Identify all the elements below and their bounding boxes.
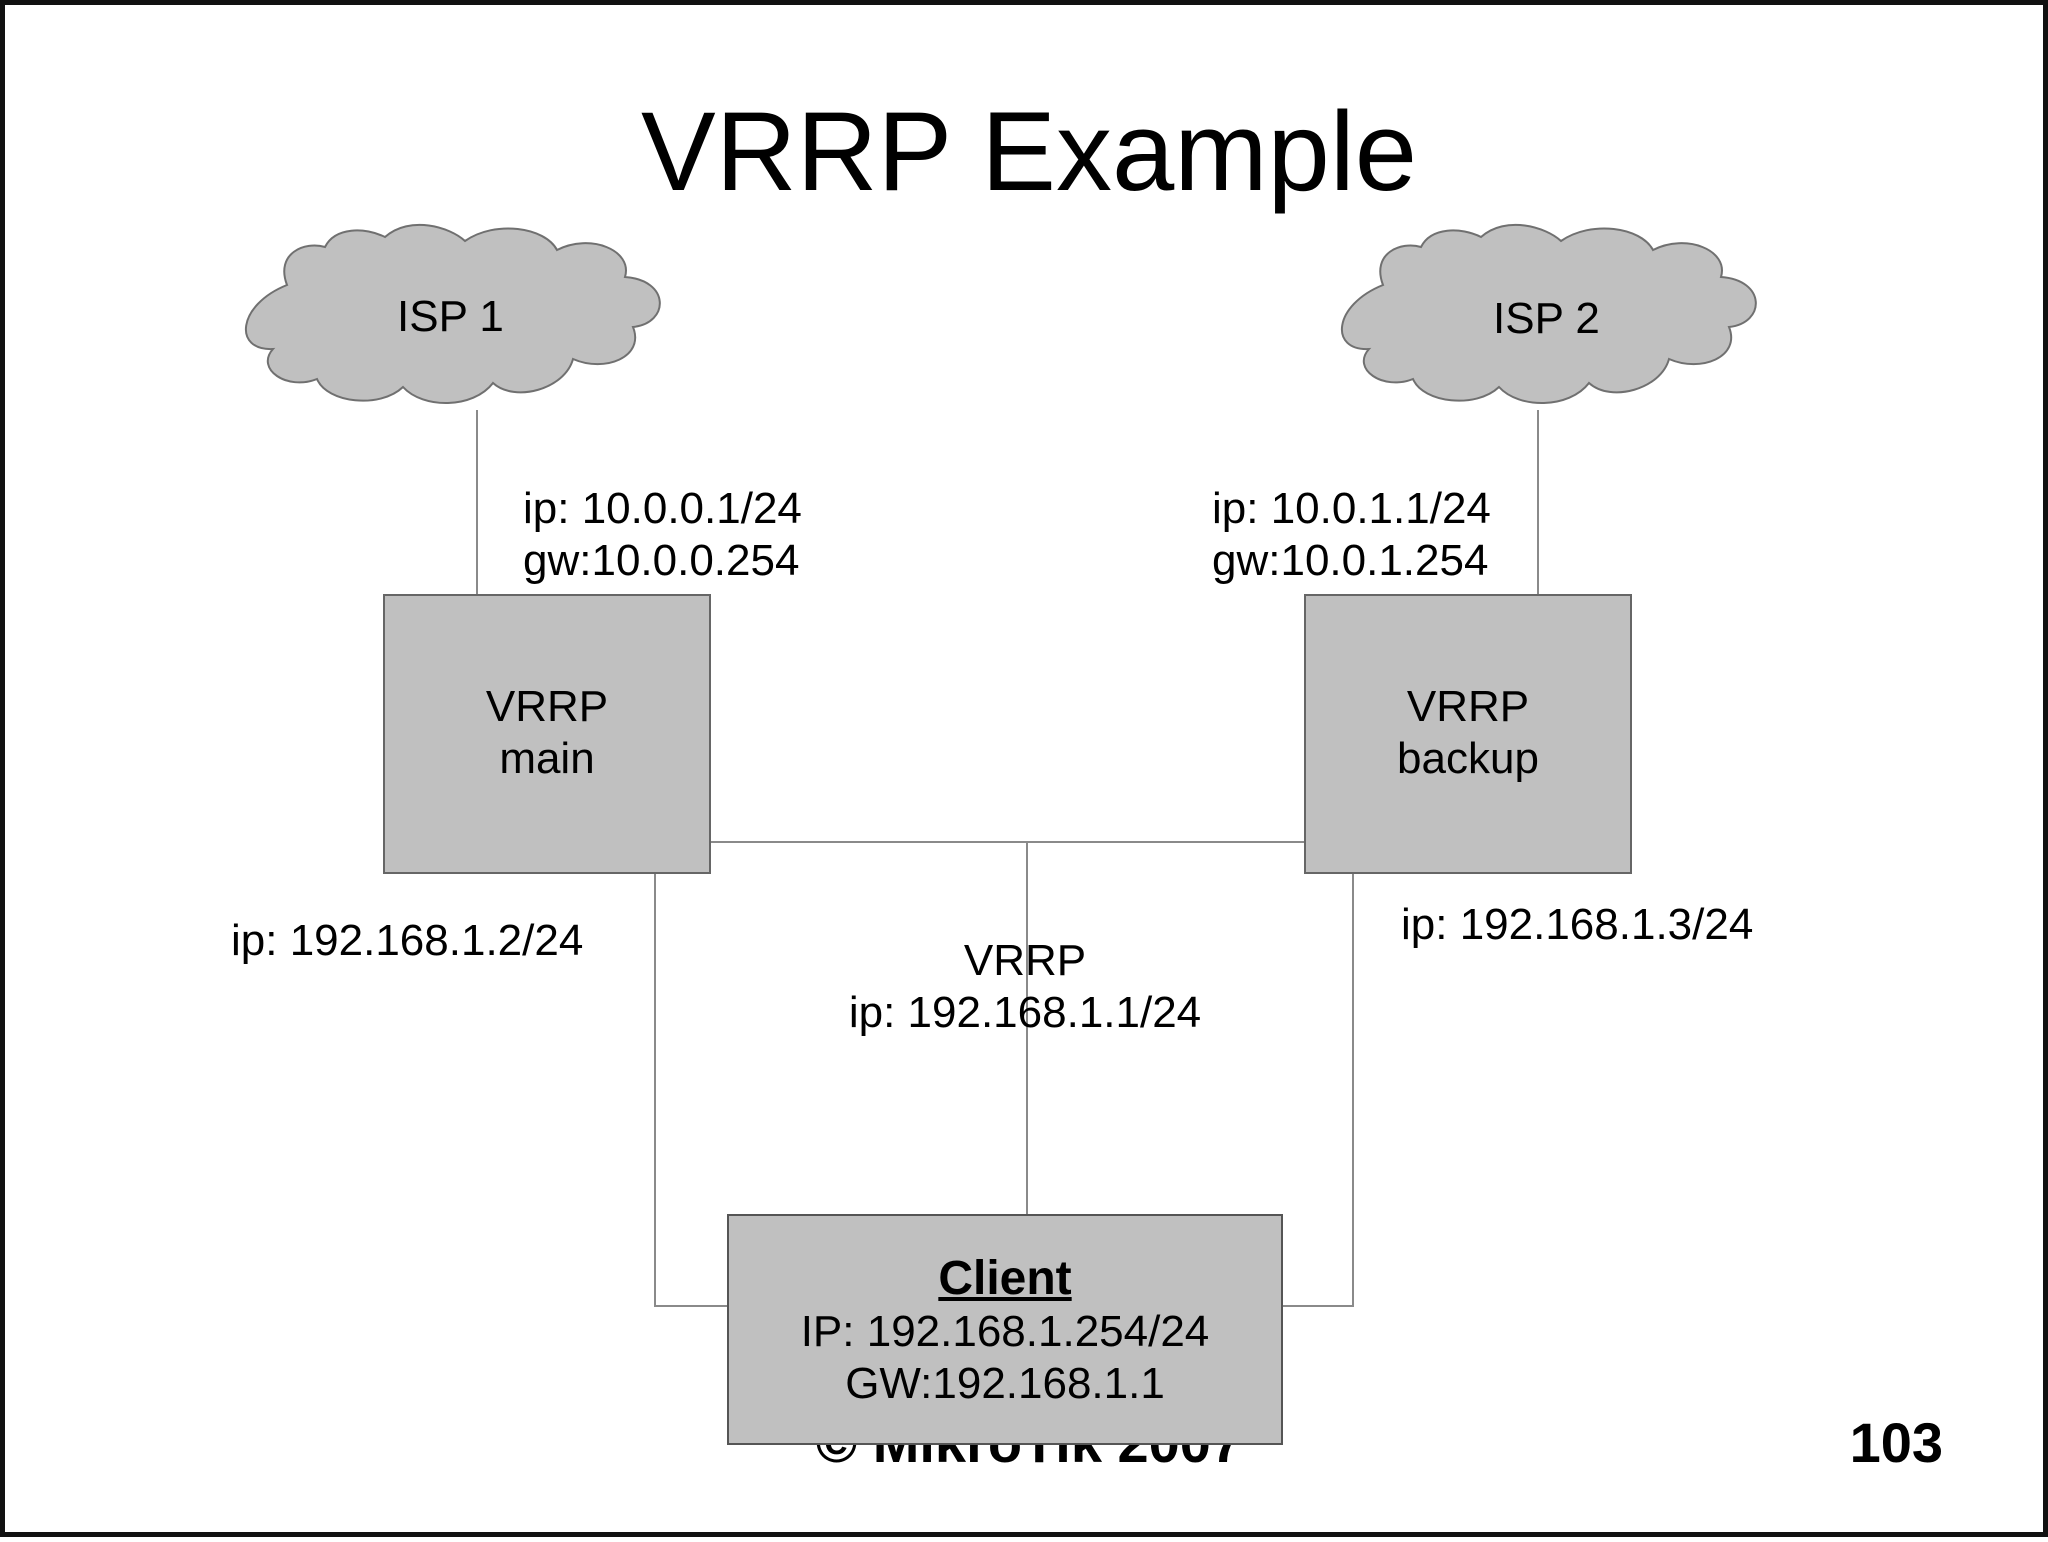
vrrp-backup-label: VRRP backup <box>1305 681 1631 785</box>
network-diagram <box>245 223 1757 1307</box>
slide-title: VRRP Example <box>640 89 1417 214</box>
backup-to-client-line <box>1283 873 1354 1307</box>
page-number: 103 <box>1849 1411 1943 1474</box>
vrrp-virtual-ip-label: VRRP ip: 192.168.1.1/24 <box>785 935 1265 1039</box>
main-wan-gw: gw:10.0.0.254 <box>523 536 800 585</box>
isp2-label: ISP 2 <box>1493 294 1600 343</box>
backup-lan-ip: ip: 192.168.1.3/24 <box>1401 900 1754 949</box>
main-to-client-line <box>654 873 727 1307</box>
client-title: Client <box>938 1252 1072 1305</box>
vrrp-backup-label-line2: backup <box>1397 734 1539 783</box>
vrrp-backup-router-box <box>1304 594 1632 874</box>
isp1-cloud-icon <box>245 223 661 404</box>
vrrp-main-label-line2: main <box>499 734 595 783</box>
main-wan-ip: ip: 10.0.0.1/24 <box>523 484 802 533</box>
client-ip: IP: 192.168.1.254/24 <box>800 1307 1210 1356</box>
main-lan-ip: ip: 192.168.1.2/24 <box>231 916 584 965</box>
backup-wan-gw: gw:10.0.1.254 <box>1212 536 1489 585</box>
vrrp-backup-label-line1: VRRP <box>1406 682 1530 731</box>
vrrp-virtual-ip-line1: VRRP <box>963 936 1087 985</box>
vrrp-virtual-ip-line2: ip: 192.168.1.1/24 <box>848 988 1202 1037</box>
backup-wan-ip: ip: 10.0.1.1/24 <box>1212 484 1491 533</box>
isp1-label: ISP 1 <box>397 292 504 341</box>
vrrp-main-router-box <box>383 594 711 874</box>
client-gw: GW:192.168.1.1 <box>845 1359 1165 1408</box>
vrrp-main-label-line1: VRRP <box>485 682 609 731</box>
isp2-cloud-icon <box>1341 223 1757 404</box>
client-box: Client IP: 192.168.1.254/24 GW:192.168.1… <box>727 1214 1283 1445</box>
vrrp-main-label: VRRP main <box>384 681 710 785</box>
